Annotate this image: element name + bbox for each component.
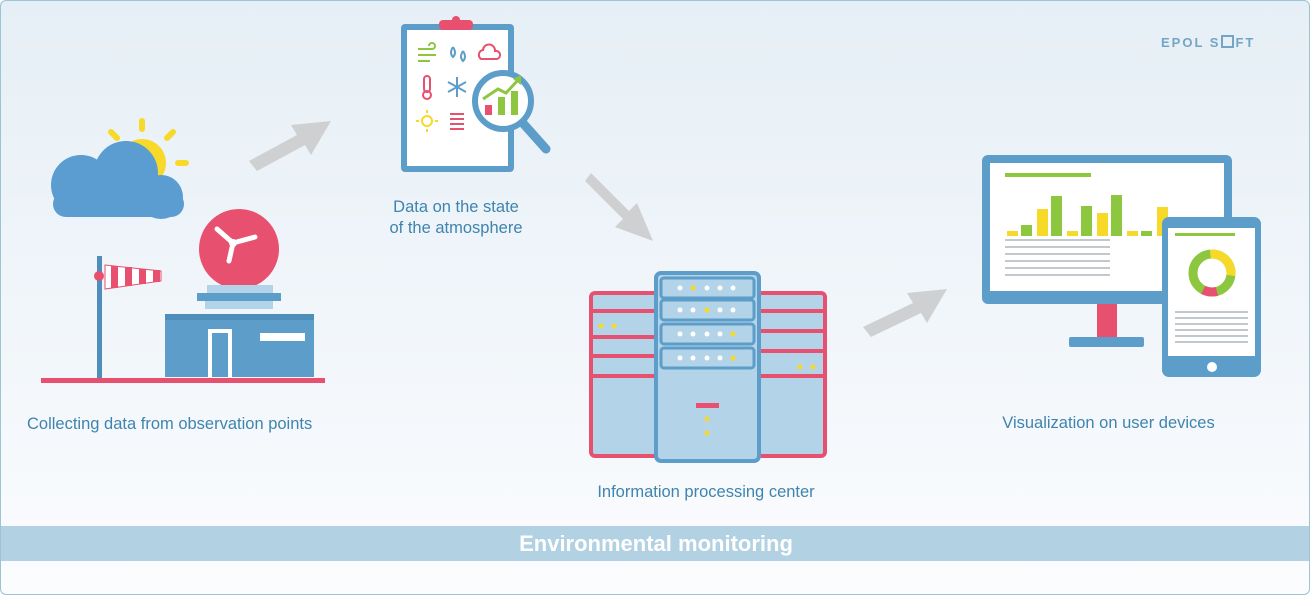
sun-small-icon	[416, 110, 438, 132]
caption-collecting-data: Collecting data from observation points	[27, 415, 313, 433]
caption-atmosphere-data: Data on the state of the atmosphere	[361, 197, 551, 239]
magnifier-icon	[472, 70, 551, 154]
tablet-icon	[1162, 217, 1261, 377]
windsock-icon	[94, 256, 162, 378]
bar	[1111, 195, 1122, 236]
arrow-icon	[863, 289, 947, 337]
snowflake-icon	[447, 77, 467, 97]
station-building-icon	[165, 314, 314, 377]
ground-line	[41, 378, 325, 383]
fog-icon	[450, 113, 464, 130]
cloud-rain-icon	[477, 43, 502, 60]
arrow-icon	[249, 121, 331, 171]
radar-dome-icon	[197, 209, 281, 309]
caption-visualization: Visualization on user devices	[1002, 414, 1215, 432]
thermometer-icon	[422, 75, 432, 100]
bar	[1021, 225, 1032, 236]
footer-banner: Environmental monitoring	[1, 526, 1309, 561]
wind-icon	[418, 42, 436, 62]
caption-atmosphere-line2: of the atmosphere	[389, 219, 523, 237]
caption-processing-center: Information processing center	[597, 483, 815, 501]
bar	[1051, 196, 1062, 236]
bar	[1067, 231, 1078, 236]
server-icon	[589, 271, 827, 463]
bar	[1127, 231, 1138, 236]
bar	[1081, 206, 1092, 236]
arrow-icon	[585, 173, 653, 241]
bar	[1037, 209, 1048, 236]
logo-square-icon	[1221, 35, 1235, 48]
rain-drops-icon	[450, 46, 466, 63]
bar	[1097, 213, 1108, 236]
cloud-icon	[51, 141, 184, 219]
bar	[1141, 231, 1152, 236]
bar	[1007, 231, 1018, 236]
caption-atmosphere-line1: Data on the state	[393, 198, 519, 216]
